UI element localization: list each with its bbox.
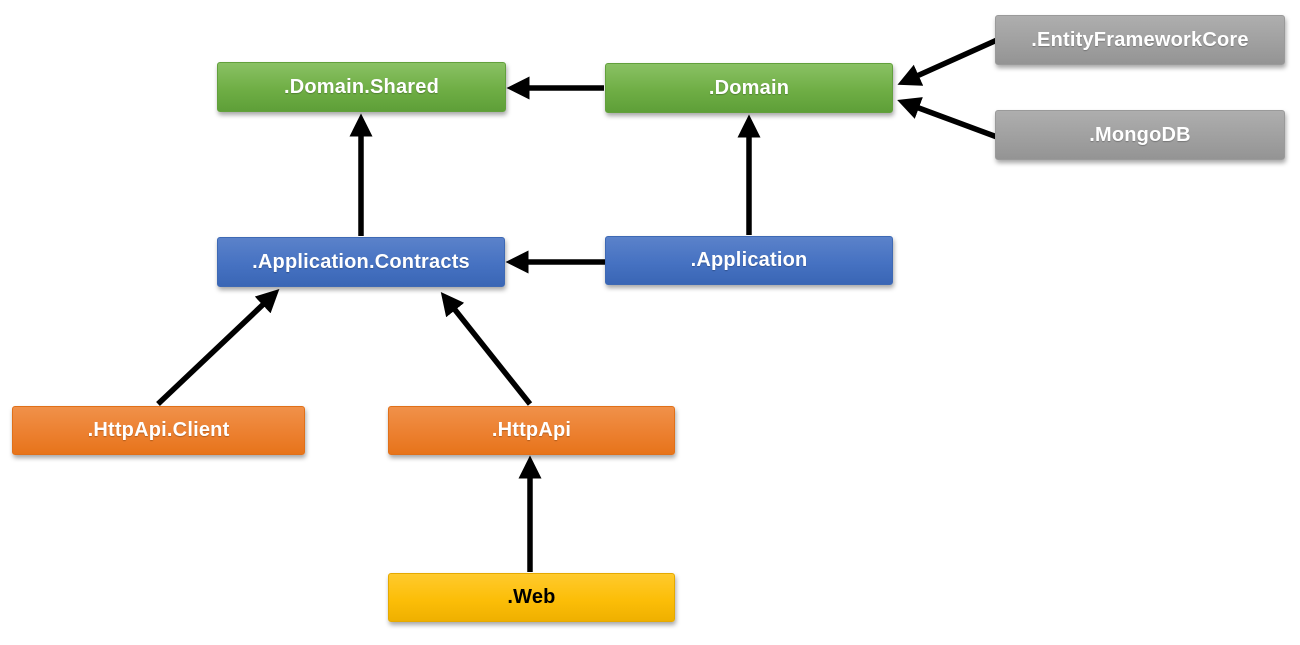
node-web-label: .Web [507,586,556,608]
node-mongodb: .MongoDB [995,110,1285,160]
node-domain-shared-label: .Domain.Shared [283,75,440,98]
node-entity-framework-core: .EntityFrameworkCore [995,15,1285,65]
arrow-entity-framework-core-to-domain [897,37,999,86]
arrow-httpapi-client-to-application-contracts [156,289,280,406]
arrow-httpapi-to-application-contracts [440,291,533,406]
node-httpapi-client-label: .HttpApi.Client [87,419,230,441]
arrow-mongodb-to-domain [897,97,998,140]
node-httpapi: .HttpApi [388,406,675,455]
node-application-contracts: .Application.Contracts [217,237,505,287]
node-web: .Web [388,573,675,622]
node-application-contracts-label: .Application.Contracts [252,250,470,273]
node-httpapi-client: .HttpApi.Client [12,406,305,455]
node-domain-label: .Domain [708,76,790,99]
node-httpapi-label: .HttpApi [491,419,572,441]
node-application: .Application [605,236,893,285]
node-domain: .Domain [605,63,893,113]
node-entity-framework-core-label: .EntityFrameworkCore [1031,28,1249,51]
node-domain-shared: .Domain.Shared [217,62,506,112]
node-mongodb-label: .MongoDB [1089,123,1191,146]
node-application-label: .Application [690,249,808,271]
